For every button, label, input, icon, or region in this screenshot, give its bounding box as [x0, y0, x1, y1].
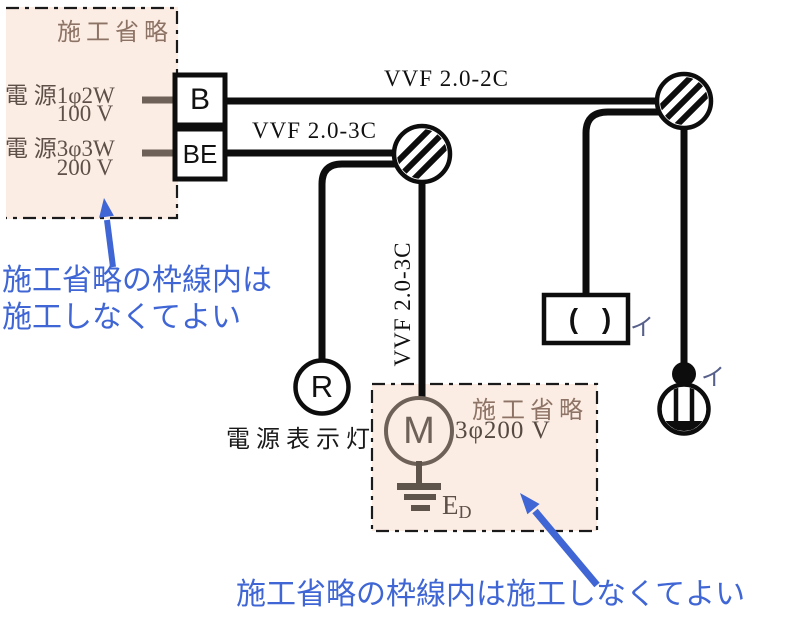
ground-label-sub: D: [458, 502, 472, 522]
wires: [222, 97, 688, 399]
omission-box-bottom: [370, 382, 599, 533]
breaker-b-label: B: [189, 83, 210, 116]
ground-icon: [397, 461, 441, 511]
arrow-icon: [520, 493, 600, 588]
omission-note-top-line1: 施工省略の枠線内は: [2, 264, 272, 297]
indicator-lamp-letter: R: [310, 369, 334, 404]
cable-label-vvf-2c: VVF 2.0-2C: [384, 66, 510, 91]
source1-voltage: 100 V: [56, 101, 114, 126]
source-stub-wires: [142, 96, 177, 157]
junction-box-icon: [654, 71, 714, 131]
source2-voltage: 200 V: [56, 155, 114, 180]
ceiling-rosette-icon: [541, 292, 631, 346]
omission-top-label: 施工省略: [57, 20, 173, 46]
motor-letter: M: [403, 409, 435, 452]
omission-note-bottom: 施工省略の枠線内は施工しなくてよい: [236, 578, 746, 611]
wire-junction2-to-lamp-r: [318, 160, 396, 361]
source2-spec: 電 源3φ3W: [5, 136, 115, 161]
ground-label: ED: [442, 490, 472, 523]
junction-box-icon: [391, 123, 453, 185]
breaker-b-icon: [172, 72, 228, 128]
cable-label-vvf-3c: VVF 2.0-3C: [252, 118, 378, 143]
arrow-icon: [99, 198, 116, 268]
indicator-lamp-icon: [293, 358, 351, 416]
indicator-lamp-label: 電源表示灯: [226, 427, 376, 453]
omission-bottom-label: 施工省略: [472, 398, 588, 424]
omission-note-top: 施工省略の枠線内は 施工しなくてよい: [2, 262, 272, 336]
wire-junction1-to-rosette: [582, 108, 660, 296]
pendant-circuit-label: イ: [701, 365, 725, 391]
motor-spec: 3φ200 V: [455, 417, 551, 444]
omission-box-top: [6, 6, 179, 220]
source1-spec: 電 源1φ2W: [5, 83, 115, 108]
omission-note-top-line2: 施工しなくてよい: [2, 301, 242, 334]
breaker-be-label: BE: [182, 138, 218, 169]
ceiling-rosette-glyph: ( ): [568, 303, 620, 334]
rosette-circuit-label: イ: [630, 315, 654, 341]
pendant-light-icon: [657, 362, 711, 436]
cable-label-vvf-3c-vertical: VVF 2.0-3C: [390, 241, 415, 367]
ground-label-e: E: [442, 490, 459, 520]
breaker-be-icon: [172, 126, 228, 182]
